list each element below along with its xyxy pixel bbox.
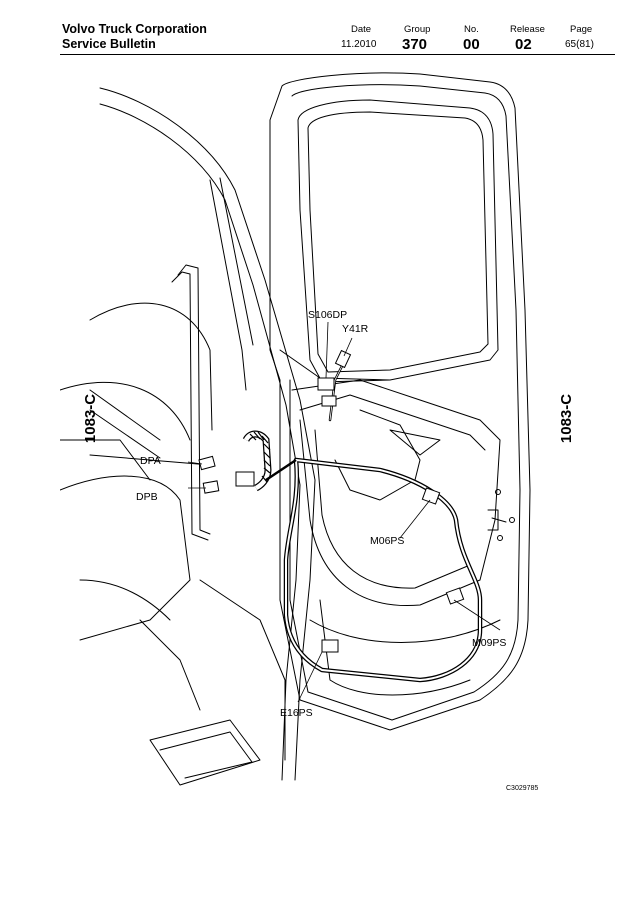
label-e16ps: E16PS bbox=[280, 707, 313, 719]
number-value: 00 bbox=[463, 36, 480, 53]
header-rule bbox=[60, 54, 615, 56]
label-dpa: DPA bbox=[140, 455, 161, 467]
release-label: Release bbox=[510, 24, 545, 35]
number-label: No. bbox=[464, 24, 479, 35]
group-value: 370 bbox=[402, 36, 428, 53]
document-type: Service Bulletin bbox=[62, 37, 156, 51]
date-value: 11.2010 bbox=[341, 39, 377, 50]
label-y41r: Y41R bbox=[342, 323, 369, 335]
label-m06ps: M06PS bbox=[370, 535, 404, 547]
date-label: Date bbox=[351, 24, 372, 35]
release-value: 02 bbox=[515, 36, 532, 53]
door-wiring-illustration: S106DP Y41R DPA DPB M06PS M09PS E16PS C3… bbox=[60, 72, 538, 792]
company-name: Volvo Truck Corporation bbox=[62, 22, 207, 36]
label-dpb: DPB bbox=[136, 491, 158, 503]
figure-code: C3029785 bbox=[506, 785, 538, 792]
label-s106dp: S106DP bbox=[308, 309, 347, 321]
page-label: Page bbox=[570, 24, 593, 35]
group-label: Group bbox=[404, 24, 431, 35]
label-m09ps: M09PS bbox=[472, 637, 506, 649]
page-value: 65(81) bbox=[565, 39, 594, 50]
